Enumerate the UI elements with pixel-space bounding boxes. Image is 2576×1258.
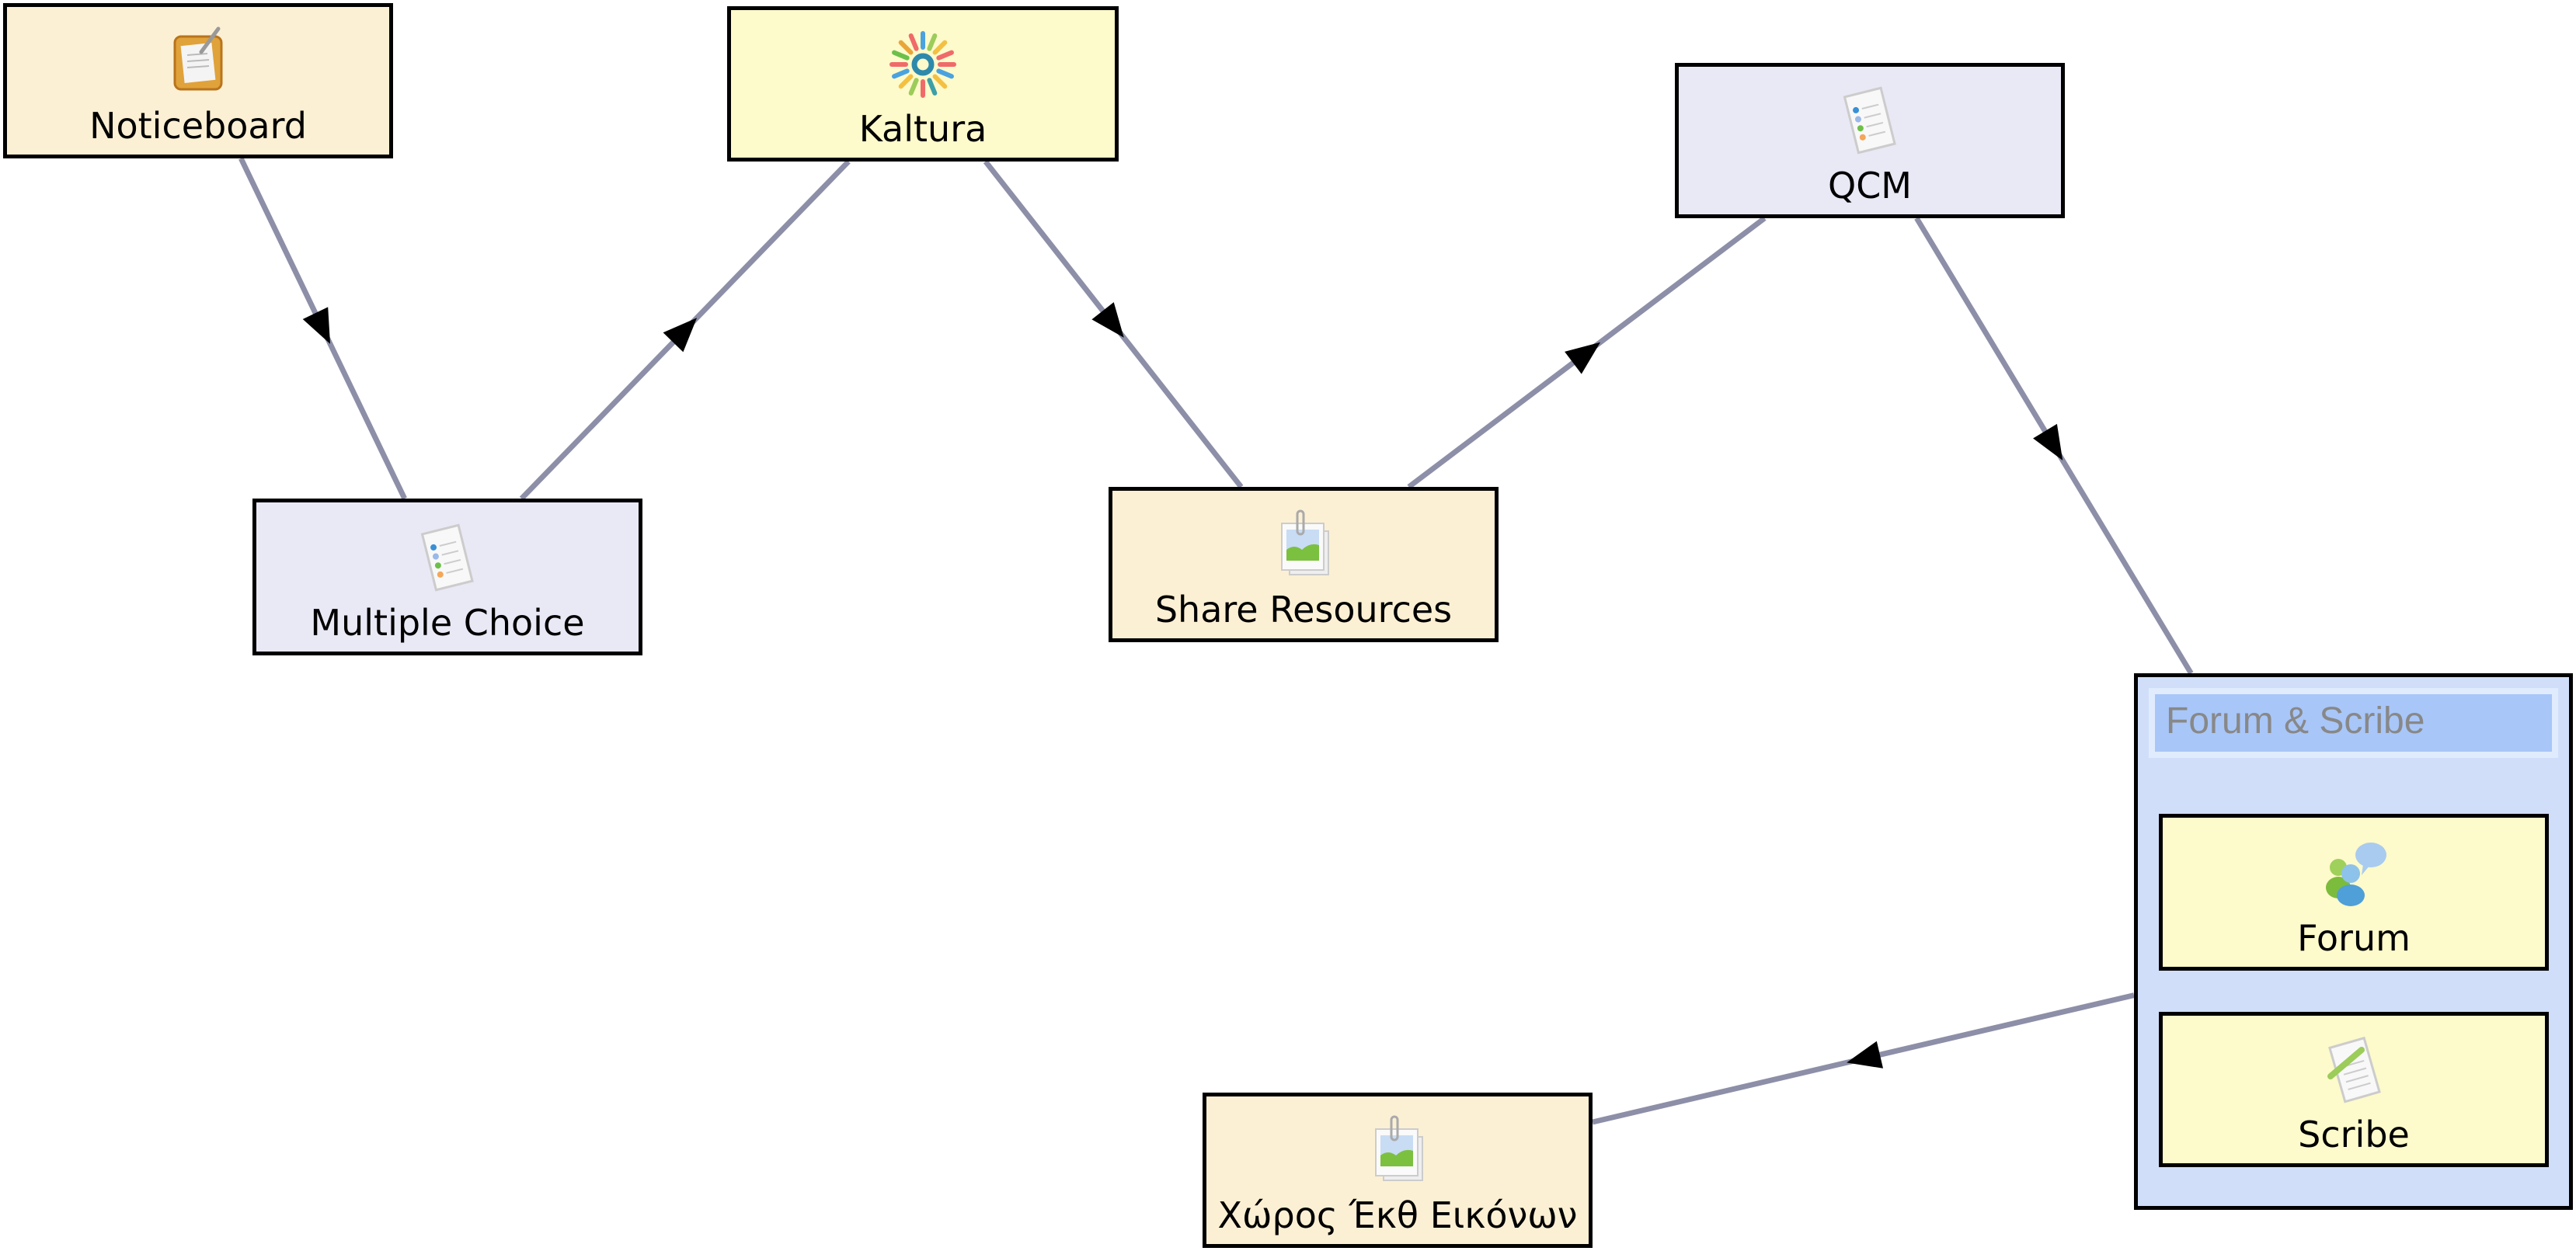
quiz-sheet-icon [1843,86,1896,155]
activity-noticeboard[interactable]: Noticeboard [3,3,393,158]
activity-label: Share Resources [1154,589,1453,631]
arrowhead-icon [663,318,698,353]
activity-scribe[interactable]: Scribe [2159,1012,2549,1167]
activity-label: Forum [2297,917,2411,959]
kaltura-ray [898,40,914,55]
arrowhead-icon [2033,423,2063,460]
activity-label: Kaltura [858,108,987,150]
kaltura-ray [898,74,914,89]
kaltura-ray [936,68,954,79]
quiz-sheet-icon [420,523,474,592]
activity-label: QCM [1827,165,1912,207]
activity-label: Χώρος Έκθ Εικόνων [1217,1194,1578,1236]
kaltura-ray [932,40,948,55]
activity-share-resources[interactable]: Share Resources [1109,487,1499,642]
kaltura-ray [892,68,910,79]
arrowhead-icon [1847,1041,1884,1069]
activity-label: Noticeboard [89,105,307,147]
photo-resources-icon [1281,509,1329,575]
kaltura-icon [889,31,956,98]
activity-multiple-choice[interactable]: Multiple Choice [252,499,642,655]
arrowhead-icon [1565,342,1601,374]
arrowhead-icon [302,307,331,344]
activity-qcm[interactable]: QCM [1675,63,2065,218]
kaltura-ray [908,33,919,51]
kaltura-ray [908,78,919,96]
kaltura-ray [927,78,938,96]
activity-image-gallery[interactable]: Χώρος Έκθ Εικόνων [1203,1093,1593,1248]
arrowhead-icon [1091,302,1124,338]
kaltura-ray [927,33,938,51]
activity-kaltura[interactable]: Kaltura [727,6,1119,162]
kaltura-ray [936,50,954,61]
activity-label: Multiple Choice [310,602,585,644]
kaltura-ray [932,74,948,89]
activity-label: Scribe [2298,1114,2410,1155]
kaltura-ray [892,50,910,61]
photo-resources-icon [1375,1115,1423,1181]
forum-users-icon [2326,843,2386,906]
scribe-document-icon [2327,1036,2381,1103]
activity-forum[interactable]: Forum [2159,814,2549,971]
group-title-field[interactable]: Forum & Scribe [2149,688,2558,758]
noticeboard-icon [173,26,223,91]
